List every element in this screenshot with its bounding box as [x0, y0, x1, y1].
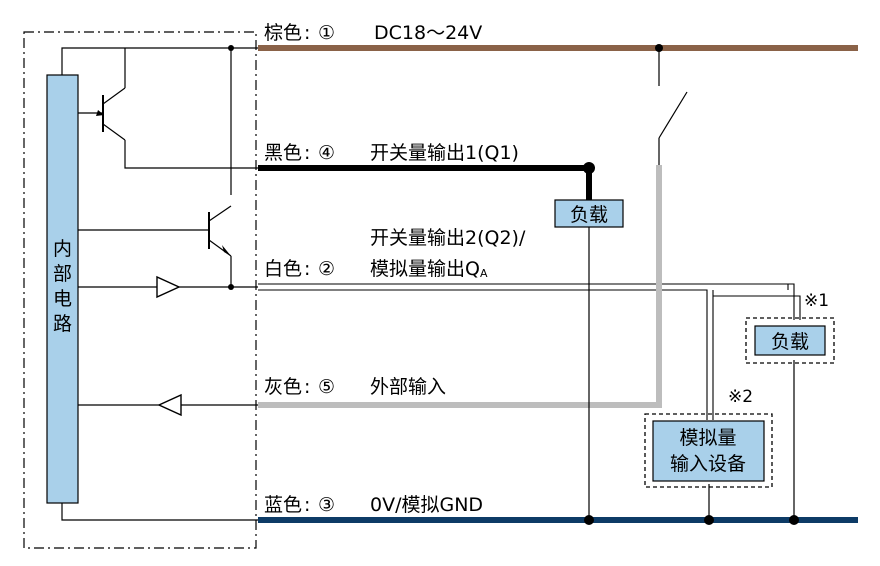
- internal-wiring: [61, 47, 258, 521]
- gray-color-label: 灰色: [264, 376, 302, 398]
- analog-device-label-line1: 模拟量: [679, 427, 736, 449]
- junction-dot: [228, 45, 234, 51]
- gray-signal: 外部输入: [370, 376, 446, 398]
- black-color-label: 黑色: [264, 142, 302, 164]
- white-wire-label: 开关量输出2(Q2)/ 白色 : ② 模拟量输出QA: [264, 227, 526, 280]
- blue-color-label: 蓝色: [264, 494, 302, 516]
- gray-wire: [258, 165, 662, 408]
- gray-wire-label: 灰色 : ⑤ 外部输入: [264, 376, 446, 398]
- load-2-label: 负载: [771, 331, 809, 353]
- internal-circuit-char-3: 电: [53, 288, 72, 310]
- internal-circuit-char-2: 部: [53, 263, 72, 285]
- load-2-dashed-frame: [745, 317, 835, 364]
- analog-device-note: ※2: [728, 387, 753, 407]
- white-separator: :: [304, 258, 310, 280]
- junction-dot: [584, 515, 594, 525]
- blue-wire-label: 蓝色 : ③ 0V/模拟GND: [264, 494, 483, 516]
- load-1-label: 负载: [570, 204, 608, 226]
- internal-circuit-char-1: 内: [53, 238, 72, 260]
- blue-separator: :: [304, 494, 310, 516]
- black-pin: ④: [318, 142, 335, 164]
- q2-emitter-arrow: [222, 245, 231, 256]
- brown-pin: ①: [318, 22, 335, 44]
- load-2-box: [754, 325, 826, 356]
- brown-signal: DC18～24V: [374, 22, 482, 44]
- white-pin: ②: [318, 258, 335, 280]
- white-signal-main: 模拟量输出Q: [370, 258, 480, 280]
- gray-pin: ⑤: [318, 376, 335, 398]
- internal-circuit-label: 内 部 电 路: [53, 238, 72, 335]
- junction-dot: [655, 44, 663, 52]
- brown-wire-label: 棕色 : ① DC18～24V: [264, 22, 482, 44]
- black-signal: 开关量输出1(Q1): [370, 142, 519, 164]
- output-buffer-triangle: [156, 275, 181, 299]
- internal-circuit-char-4: 路: [53, 313, 72, 335]
- analog-device-dashed-frame: [644, 413, 773, 488]
- junction-dot: [228, 284, 234, 290]
- junction-dot: [789, 515, 799, 525]
- white-signal-line1: 开关量输出2(Q2)/: [370, 227, 526, 249]
- brown-separator: :: [304, 22, 310, 44]
- black-wire-label: 黑色 : ④ 开关量输出1(Q1): [264, 142, 519, 164]
- white-color-label: 白色: [264, 258, 302, 280]
- blue-pin: ③: [318, 494, 335, 516]
- brown-color-label: 棕色: [264, 22, 302, 44]
- white-signal-subscript: A: [480, 267, 488, 280]
- sensor-boundary: [23, 31, 257, 549]
- blue-signal: 0V/模拟GND: [370, 494, 483, 516]
- load-2-note: ※1: [804, 291, 829, 311]
- analog-device-label-line2: 输入设备: [670, 453, 746, 475]
- load-1-box: [554, 199, 624, 228]
- gray-separator: :: [304, 376, 310, 398]
- external-switch: [658, 48, 688, 165]
- q1-emitter-arrow: [96, 110, 104, 116]
- junction-dot: [704, 515, 714, 525]
- analog-device-box: [652, 420, 765, 482]
- white-signal-line2: 模拟量输出QA: [370, 258, 488, 280]
- white-wire: [258, 283, 801, 420]
- ground-returns: [588, 227, 795, 520]
- junction-dot: [583, 162, 595, 174]
- black-separator: :: [304, 142, 310, 164]
- input-buffer-triangle: [157, 393, 182, 417]
